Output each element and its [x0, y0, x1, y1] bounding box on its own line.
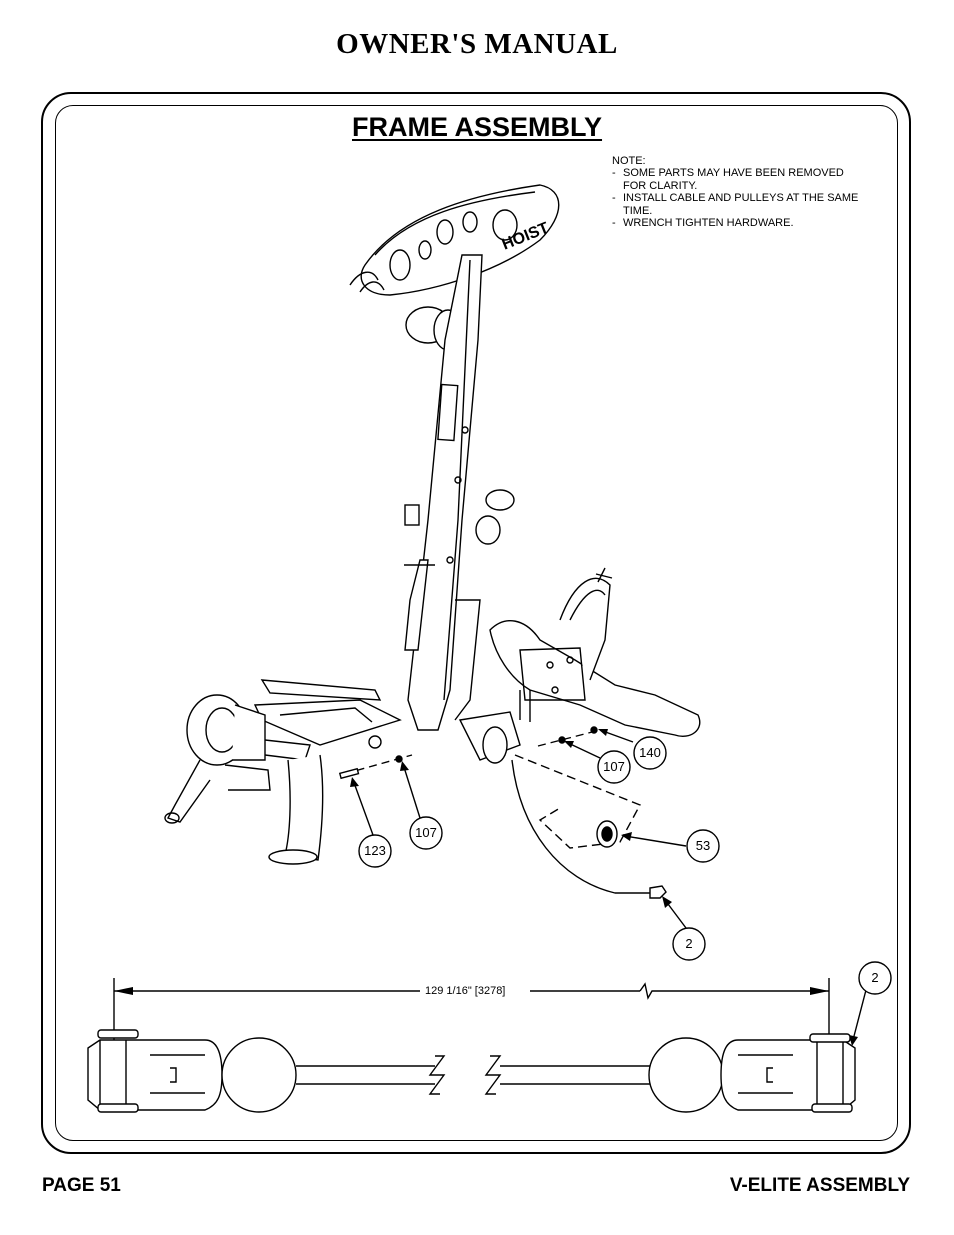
callout-label: 107 [415, 825, 437, 840]
hardware-left [338, 754, 413, 780]
outer-frame [41, 92, 911, 1154]
footer-section-title: V-ELITE ASSEMBLY [729, 1175, 910, 1196]
cable-line [511, 759, 652, 894]
section-title: FRAME ASSEMBLY [352, 112, 603, 142]
note-item: -WRENCH TIGHTEN HARDWARE. [612, 217, 794, 230]
cable-end [649, 885, 667, 899]
callout-label: 107 [603, 759, 625, 774]
assembly-note: NOTE: -SOME PARTS MAY HAVE BEEN REMOVED … [612, 155, 863, 229]
base-left [164, 679, 402, 865]
callout-circles [358, 736, 892, 995]
callout-leaders [350, 729, 867, 1046]
manual-title: OWNER'S MANUAL [336, 28, 618, 60]
callout-label: 53 [695, 838, 711, 853]
page-number: PAGE 51 [42, 1175, 121, 1196]
callout-label: 140 [639, 745, 661, 760]
dimension-line [113, 978, 830, 1040]
note-heading: NOTE: [612, 155, 646, 167]
inner-frame [55, 105, 898, 1141]
dimension-label: 129 1/16" [3278] [422, 985, 509, 997]
callout-label: 123 [364, 843, 386, 858]
note-item: -SOME PARTS MAY HAVE BEEN REMOVED FOR CL… [612, 167, 844, 192]
callout-label: 2 [685, 936, 693, 951]
callout-label: 2 [871, 970, 879, 985]
base-right [454, 567, 701, 764]
main-column [404, 254, 515, 731]
note-item: -INSTALL CABLE AND PULLEYS AT THE SAME T… [612, 192, 859, 217]
cable-detail [87, 1029, 856, 1113]
hardware-right [514, 726, 641, 849]
